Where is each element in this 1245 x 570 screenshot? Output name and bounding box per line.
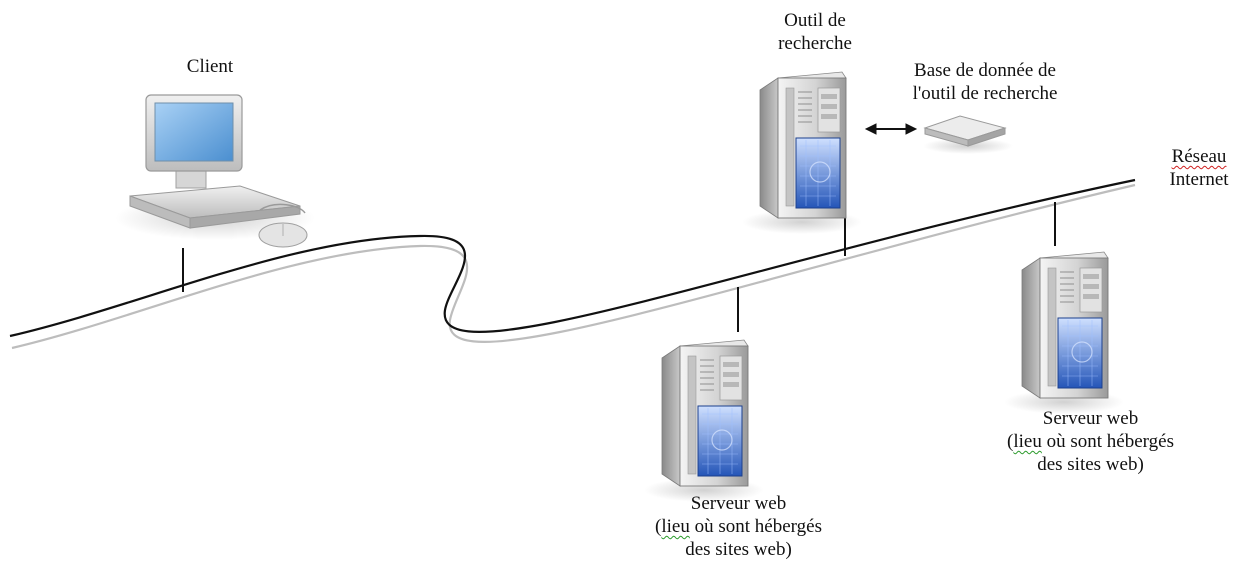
network-label: Réseau Internet xyxy=(1155,145,1243,191)
client-label: Client xyxy=(186,56,234,77)
computer-icon xyxy=(115,94,315,248)
server-right-desc-line1: (lieu où sont hébergés xyxy=(1007,431,1174,452)
server-right-label: Serveur web (lieu où sont hébergés des s… xyxy=(958,407,1223,476)
search-db-label-line1: Base de donnée de xyxy=(914,60,1056,81)
search-db-label-line2: l'outil de recherche xyxy=(912,83,1058,104)
server-left-desc-word: lieu xyxy=(661,516,690,537)
search-db-label: Base de donnée de l'outil de recherche xyxy=(870,59,1100,105)
search-tool-label-line2: recherche xyxy=(778,33,852,54)
network-label-line2: Internet xyxy=(1169,169,1229,190)
database-disk-icon xyxy=(923,115,1013,154)
search-tool-label: Outil de recherche xyxy=(760,9,870,55)
server-icon xyxy=(643,339,765,503)
search-tool-label-line1: Outil de xyxy=(784,10,846,31)
double-arrow-icon xyxy=(864,123,918,135)
server-icon xyxy=(1003,251,1125,415)
server-icon xyxy=(741,71,863,235)
server-right-desc-line2: des sites web) xyxy=(1037,454,1144,475)
server-right-title: Serveur web xyxy=(1042,408,1139,429)
server-left-label: Serveur web (lieu où sont hébergés des s… xyxy=(606,492,871,561)
network-cable-shadow xyxy=(11,183,1136,350)
server-left-title: Serveur web xyxy=(690,493,787,514)
network-cable xyxy=(9,178,1136,338)
server-left-desc-line2: des sites web) xyxy=(685,539,792,560)
network-label-line1: Réseau xyxy=(1171,146,1227,167)
server-left-desc-line1: (lieu où sont hébergés xyxy=(655,516,822,537)
server-right-desc-word: lieu xyxy=(1013,431,1042,452)
